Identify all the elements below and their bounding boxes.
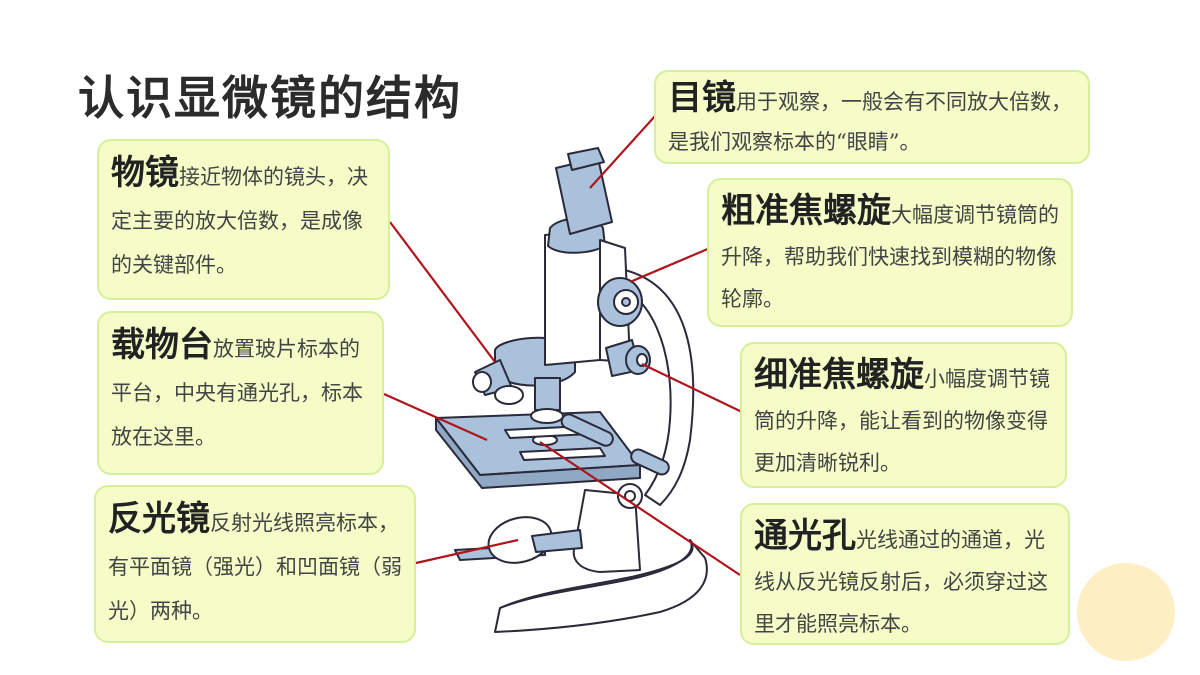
label-mirror-desc: 反射光线照亮标本，有平面镜（强光）和凹面镜（弱光）两种。 (108, 511, 402, 623)
leader-mirror (415, 538, 519, 565)
page-title: 认识显微镜的结构 (78, 71, 462, 125)
leader-eyepiece (589, 114, 657, 189)
label-mirror-term: 反光镜 (108, 499, 210, 539)
label-coarse-focus-term: 粗准焦螺旋 (721, 191, 891, 231)
label-eyepiece-term: 目镜 (668, 78, 736, 118)
label-coarse-focus-desc: 大幅度调节镜筒的升降，帮助我们快速找到模糊的物像轮廓。 (721, 203, 1059, 311)
label-aperture-term: 通光孔 (754, 516, 856, 556)
label-stage-desc: 放置玻片标本的平台，中央有通光孔，标本放在这里。 (111, 337, 363, 449)
label-aperture-desc: 光线通过的通道，光线从反光镜反射后，必须穿过这里才能照亮标本。 (754, 528, 1048, 636)
label-objective: 物镜接近物体的镜头，决定主要的放大倍数，是成像的关键部件。 (97, 139, 390, 300)
label-objective-term: 物镜 (111, 153, 179, 193)
label-fine-focus-desc: 小幅度调节镜筒的升降，能让看到的物像变得更加清晰锐利。 (754, 367, 1050, 475)
label-eyepiece-desc: 用于观察，一般会有不同放大倍数，是我们观察标本的“眼睛”。 (668, 90, 1072, 154)
label-fine-focus: 细准焦螺旋小幅度调节镜筒的升降，能让看到的物像变得更加清晰锐利。 (740, 342, 1067, 488)
label-aperture: 通光孔光线通过的通道，光线从反光镜反射后，必须穿过这里才能照亮标本。 (740, 503, 1070, 645)
leader-coarse (629, 246, 711, 284)
leader-fine (641, 363, 743, 413)
label-coarse-focus: 粗准焦螺旋大幅度调节镜筒的升降，帮助我们快速找到模糊的物像轮廓。 (707, 178, 1073, 327)
label-fine-focus-term: 细准焦螺旋 (754, 355, 924, 395)
label-stage: 载物台放置玻片标本的平台，中央有通光孔，标本放在这里。 (97, 311, 384, 475)
leader-stage (383, 392, 488, 442)
leader-aperture (539, 441, 741, 576)
label-eyepiece: 目镜用于观察，一般会有不同放大倍数，是我们观察标本的“眼睛”。 (654, 70, 1090, 164)
leader-objective (389, 221, 496, 363)
decorative-circle (1077, 563, 1175, 661)
label-objective-desc: 接近物体的镜头，决定主要的放大倍数，是成像的关键部件。 (111, 165, 368, 277)
label-stage-term: 载物台 (111, 325, 213, 365)
leader-lines (383, 114, 743, 576)
label-mirror: 反光镜反射光线照亮标本，有平面镜（强光）和凹面镜（弱光）两种。 (94, 485, 416, 643)
